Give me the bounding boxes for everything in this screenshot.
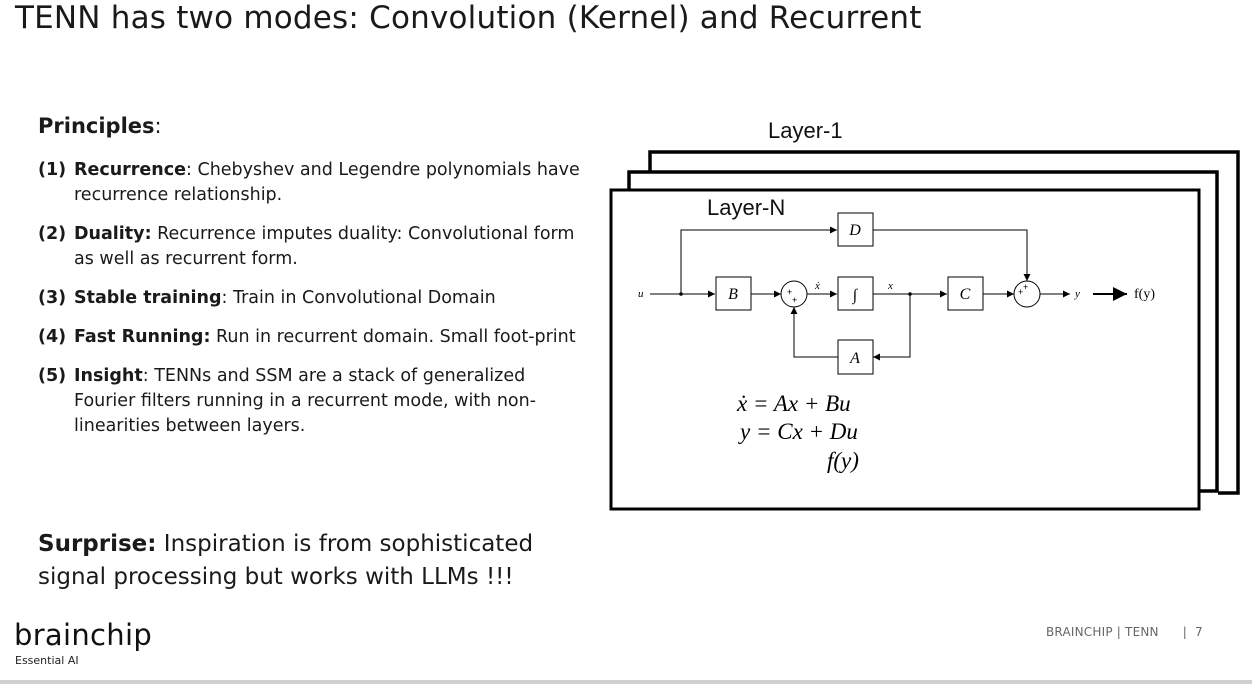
x-dot-label: ẋ (814, 280, 820, 292)
surprise-label: Surprise: (38, 531, 157, 557)
input-u-label: u (638, 288, 644, 300)
block-c-label: C (960, 286, 971, 303)
principle-label: Recurrence (74, 160, 187, 180)
principle-number: (2) (38, 224, 67, 244)
sum1-sign-bottom: + (792, 295, 797, 305)
block-d-label: D (848, 222, 861, 239)
principle-item-duality: (2) Duality: Recurrence imputes duality: … (38, 222, 583, 272)
principle-text: Recurrence imputes duality: Convolutiona… (74, 224, 575, 269)
x-state-label: x (887, 280, 893, 292)
principle-text: : Chebyshev and Legendre polynomials hav… (74, 160, 580, 205)
brainchip-logo: brainchip (14, 618, 153, 652)
principle-number: (5) (38, 366, 67, 386)
integrator-label: ∫ (852, 287, 859, 305)
block-b-label: B (728, 286, 738, 303)
fy-output-label: f(y) (1134, 287, 1155, 302)
slide-footer: BRAINCHIP | TENN | 7 (1046, 625, 1203, 639)
principles-heading-colon: : (154, 114, 162, 138)
layer-frame-middle (627, 170, 1219, 493)
equation-state: ẋ = Ax + Bu (736, 391, 851, 416)
sum1-sign-left: + (787, 287, 792, 297)
slide-title: TENN has two modes: Convolution (Kernel)… (15, 0, 922, 36)
principle-item-insight: (5) Insight: TENNs and SSM are a stack of… (38, 364, 583, 439)
feedthrough-to-d-line (680, 226, 837, 294)
bottom-divider (0, 680, 1252, 684)
principle-item-recurrence: (1) Recurrence: Chebyshev and Legendre po… (38, 158, 583, 208)
output-y-label: y (1074, 288, 1080, 300)
principle-number: (1) (38, 160, 67, 180)
footer-text: BRAINCHIP | TENN (1046, 625, 1159, 639)
footer-separator: | (1182, 625, 1187, 639)
block-a-label: A (849, 350, 860, 367)
principle-label: Stable training (74, 288, 222, 308)
principle-item-fast-running: (4) Fast Running: Run in recurrent domain… (38, 325, 583, 350)
a-to-sum1-line (790, 307, 838, 358)
principle-label: Duality: (74, 224, 152, 244)
principle-text: : Train in Convolutional Domain (221, 288, 496, 308)
state-to-a-line (873, 294, 911, 361)
d-to-sum2-line (873, 229, 1031, 281)
layer-n-label: Layer-N (707, 195, 785, 220)
brand-tagline: Essential AI (15, 654, 79, 667)
sum2-sign-left: + (1018, 287, 1023, 297)
block-c (947, 276, 984, 311)
layer-1-label: Layer-1 (768, 118, 843, 143)
layer-frame-front (609, 188, 1201, 511)
layer-frame-back (648, 150, 1240, 495)
principle-number: (3) (38, 288, 67, 308)
page-number: 7 (1194, 625, 1203, 639)
principles-heading: Principles: (38, 114, 162, 138)
principle-text: : TENNs and SSM are a stack of generaliz… (74, 366, 537, 436)
principle-label: Insight (74, 366, 143, 386)
surprise-note: Surprise: Inspiration is from sophistica… (38, 528, 598, 594)
principles-list: (1) Recurrence: Chebyshev and Legendre po… (38, 158, 583, 439)
principle-number: (4) (38, 327, 67, 347)
principle-text: Run in recurrent domain. Small foot-prin… (210, 327, 576, 347)
principles-heading-text: Principles (38, 114, 155, 138)
sum2-sign-top: + (1023, 282, 1028, 292)
block-b (715, 276, 752, 311)
equation-nonlinearity: f(y) (827, 448, 859, 473)
principle-item-stable-training: (3) Stable training: Train in Convolution… (38, 286, 583, 311)
surprise-text: Inspiration is from sophisticated signal… (38, 531, 534, 590)
principle-label: Fast Running: (74, 327, 211, 347)
equation-output: y = Cx + Du (738, 419, 858, 444)
